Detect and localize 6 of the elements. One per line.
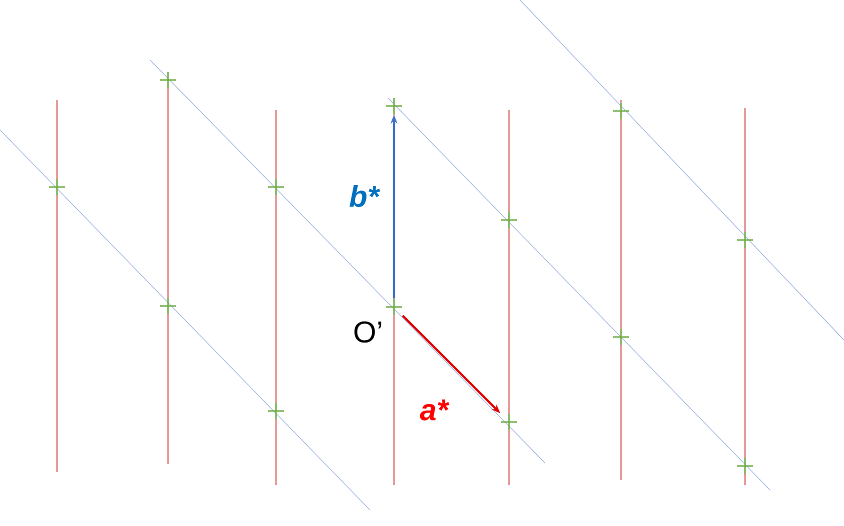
vector-label: a* — [420, 400, 450, 420]
vector-label: b* — [350, 184, 380, 208]
origin-label: O’ — [354, 321, 382, 343]
lattice-point — [385, 298, 403, 316]
lattice-point — [385, 97, 403, 115]
lattice-point — [500, 413, 518, 431]
